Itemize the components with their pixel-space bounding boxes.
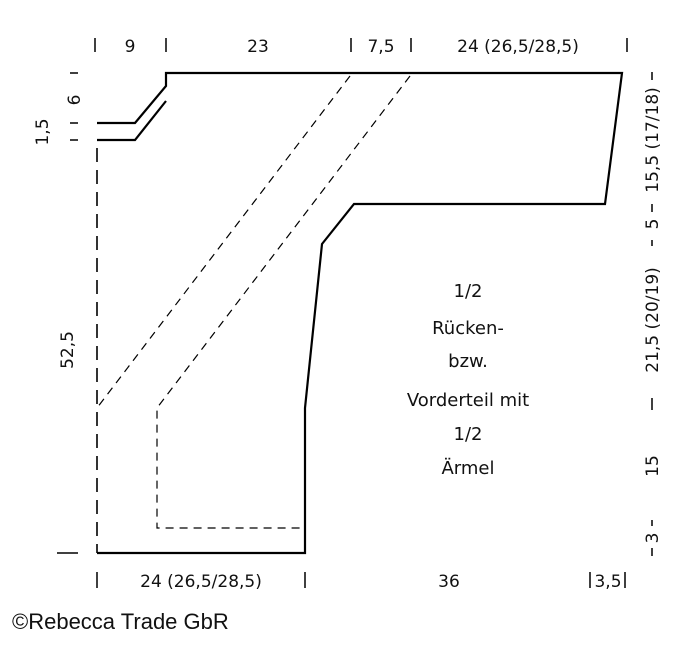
bottom-dim-cuff: 3,5 (594, 572, 621, 592)
top-dim-shoulder: 23 (247, 37, 269, 57)
center-half-2: 1/2 (454, 424, 483, 445)
center-line-3: Vorderteil mit (407, 390, 529, 411)
top-dim-sleeve: 24 (26,5/28,5) (457, 37, 579, 57)
left-ticks (57, 72, 78, 554)
right-dim-side: 21,5 (20/19) (643, 267, 663, 373)
left-dim-body: 52,5 (58, 331, 78, 369)
top-dim-neck: 9 (125, 37, 136, 57)
right-dim-hem: 3 (643, 533, 663, 544)
neckline-front (97, 100, 167, 142)
center-line-1: Rücken- (432, 318, 504, 339)
copyright-text: ©Rebecca Trade GbR (12, 609, 229, 634)
armhole-dashed-1 (96, 75, 351, 409)
bottom-dim-width: 24 (26,5/28,5) (140, 572, 262, 592)
top-dim-armhole: 7,5 (367, 37, 394, 57)
bottom-dim-sleeve: 36 (438, 572, 460, 592)
right-dim-sleeve-top: 15,5 (17/18) (643, 87, 663, 193)
top-ticks (94, 38, 628, 52)
center-line-4: Ärmel (441, 458, 494, 479)
left-dim-neck: 6 (65, 95, 85, 106)
center-half-1: 1/2 (454, 281, 483, 302)
armhole-dashed-2 (156, 75, 411, 529)
right-dim-armhole: 5 (643, 219, 663, 230)
right-dim-lower: 15 (643, 455, 663, 477)
bottom-ticks (96, 572, 626, 588)
left-dim-neck-small: 1,5 (33, 118, 53, 145)
center-line-2: bzw. (448, 351, 488, 372)
garment-outline (97, 71, 624, 555)
